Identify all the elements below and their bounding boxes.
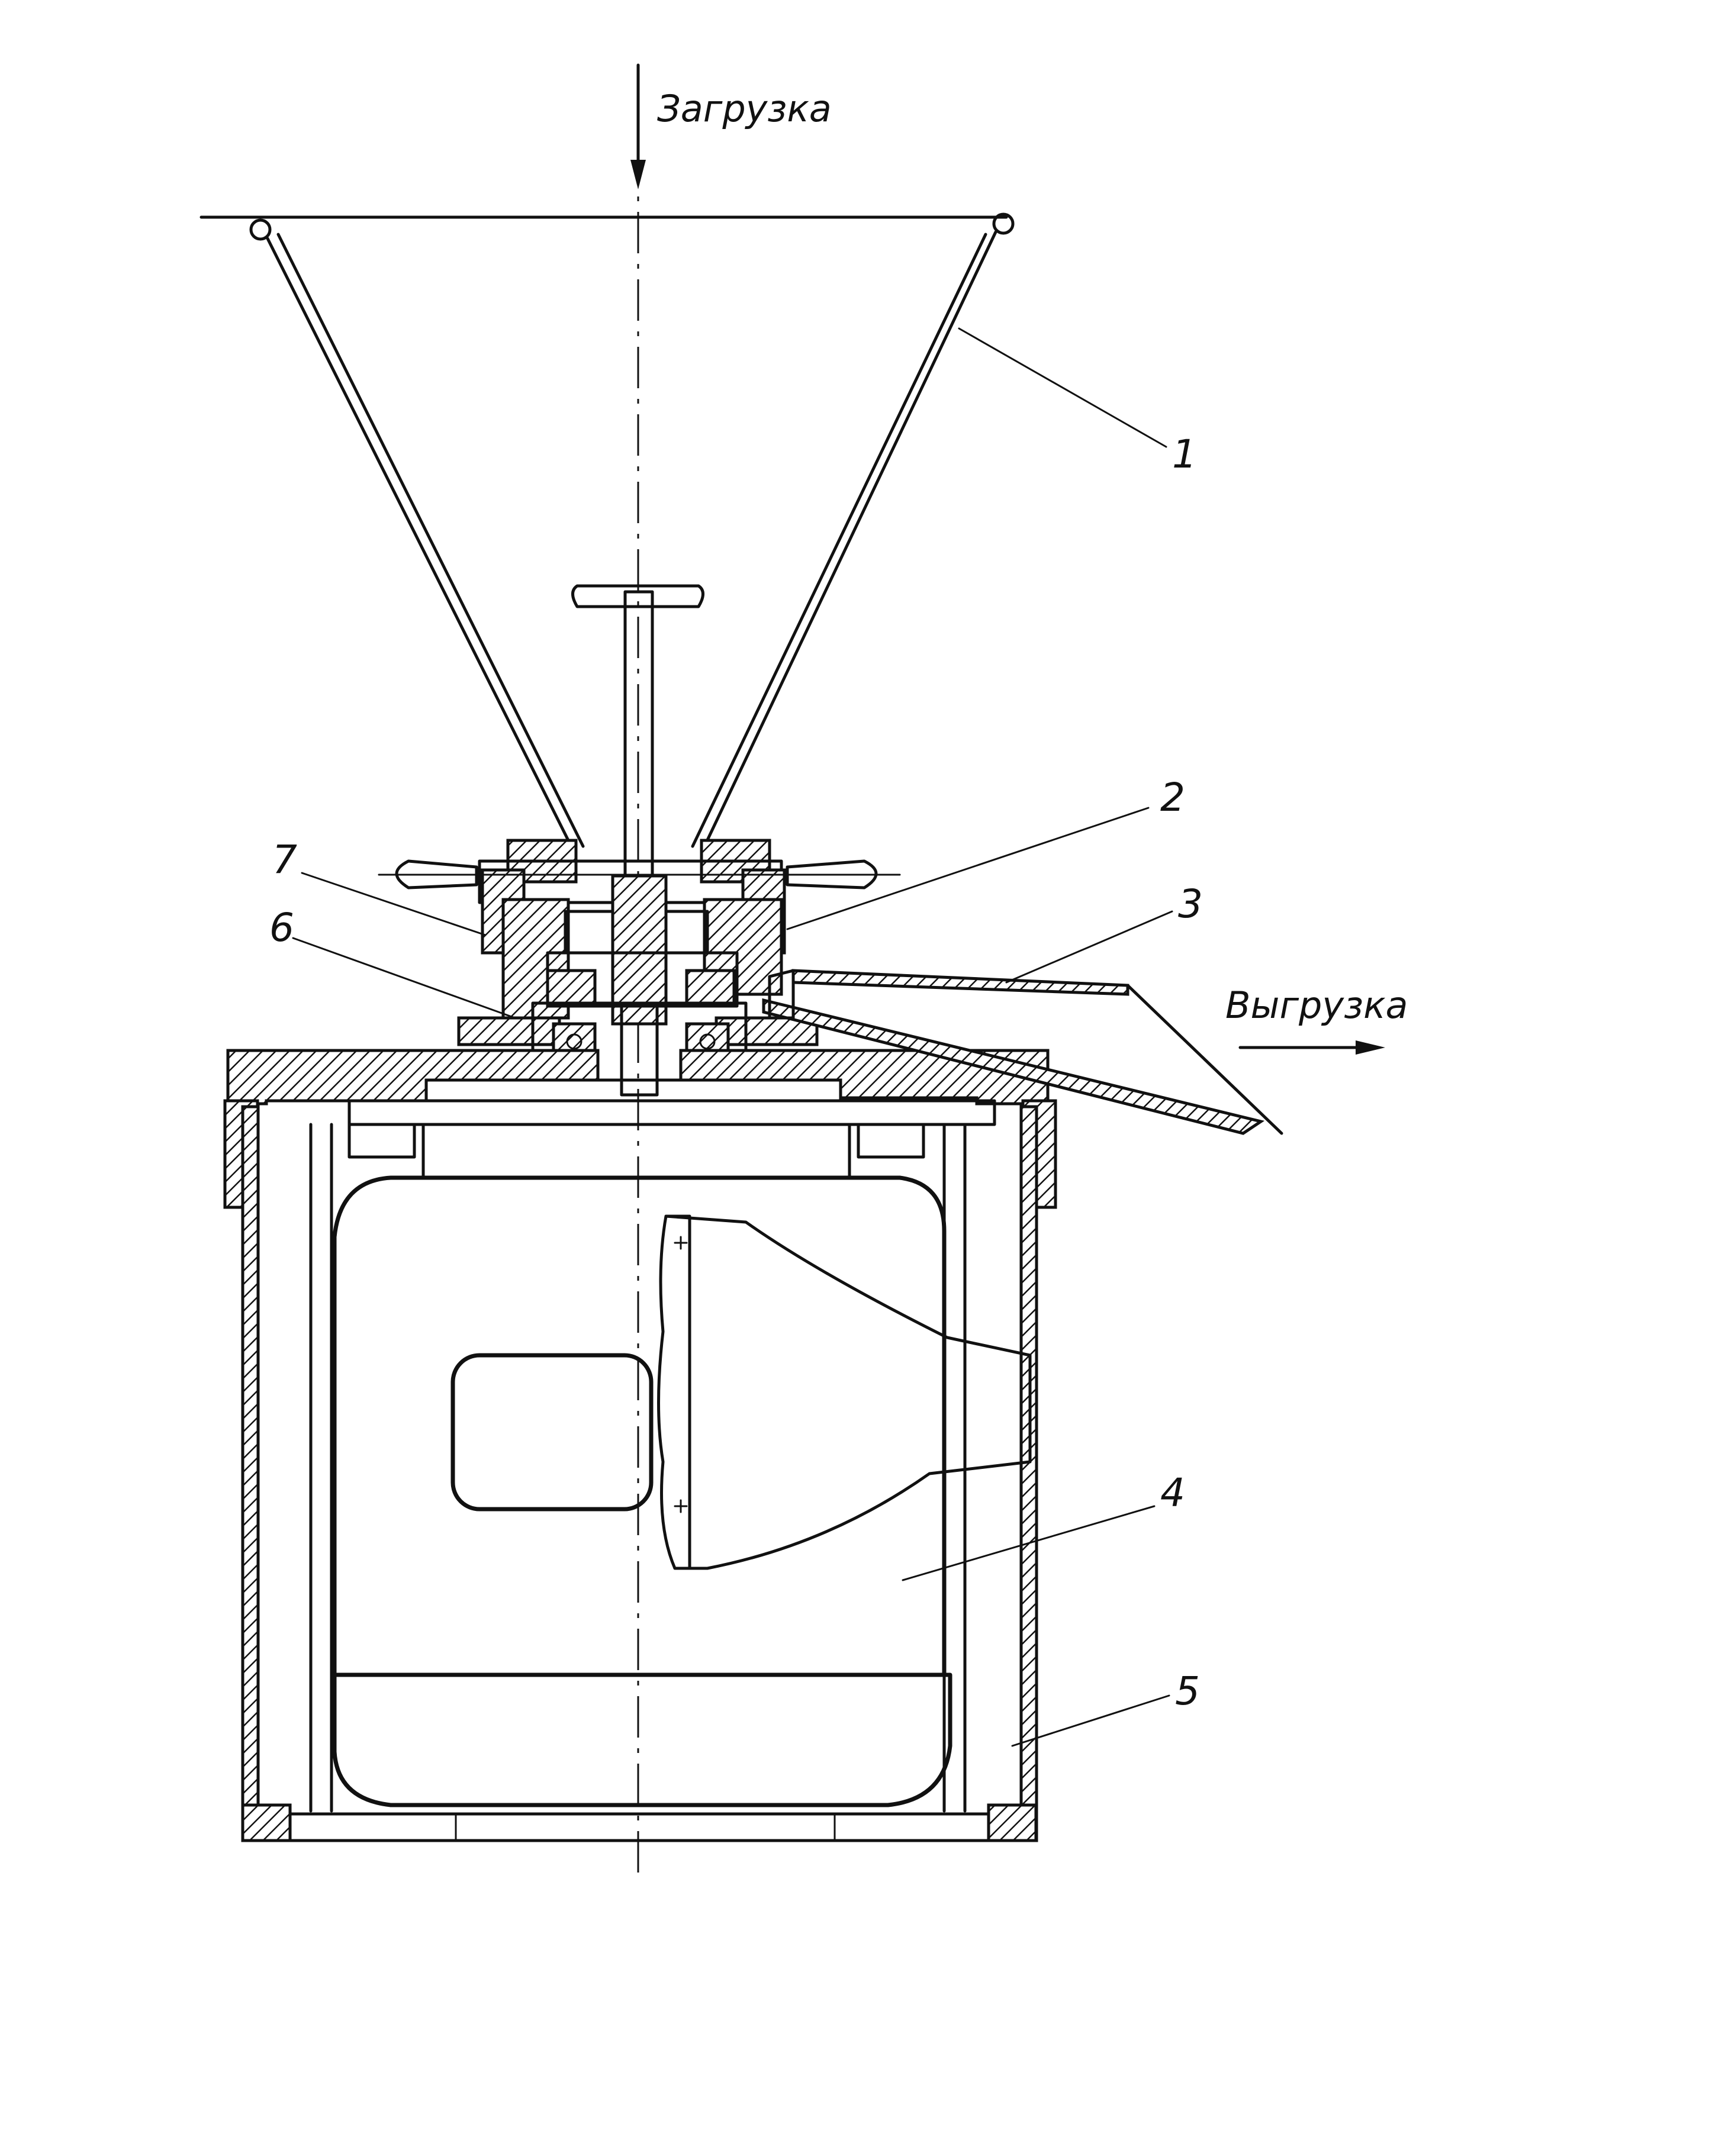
discharge-chute <box>762 969 1283 1135</box>
callout-1: 1 <box>1172 431 1197 477</box>
hopper <box>249 212 1015 848</box>
callout-3: 3 <box>1178 881 1203 927</box>
callout-6: 6 <box>269 905 294 950</box>
callout-4: 4 <box>1160 1470 1185 1516</box>
cover-assembly <box>378 839 901 1026</box>
motor <box>332 1175 1032 1807</box>
load-arrow <box>630 63 646 189</box>
casing <box>241 1105 1038 1842</box>
callout-leaders <box>292 327 1173 1747</box>
load-label: Загрузка <box>657 87 832 130</box>
callout-2: 2 <box>1160 775 1185 820</box>
unload-arrow <box>1238 1040 1385 1055</box>
motor-cover-plate <box>223 1049 1057 1209</box>
callout-5: 5 <box>1175 1668 1200 1714</box>
callout-7: 7 <box>272 837 297 882</box>
unload-label: Выгрузка <box>1225 984 1408 1027</box>
